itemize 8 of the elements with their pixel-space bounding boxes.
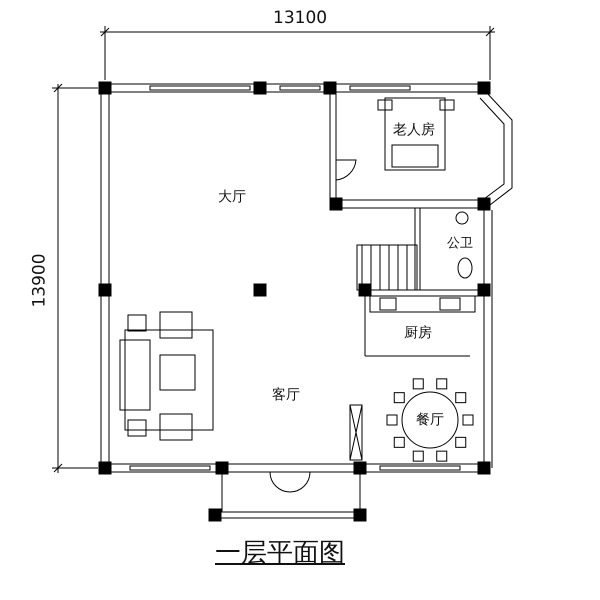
- room-label: 公卫: [447, 236, 473, 250]
- room-label: 大厅: [218, 190, 246, 204]
- dimension-label: 13100: [273, 10, 328, 26]
- room-label: 餐厅: [416, 413, 444, 427]
- room-label: 厨房: [404, 326, 432, 340]
- room-label: 客厅: [272, 388, 300, 402]
- room-label: 老人房: [393, 123, 435, 137]
- plan-title: 一层平面图: [215, 540, 345, 566]
